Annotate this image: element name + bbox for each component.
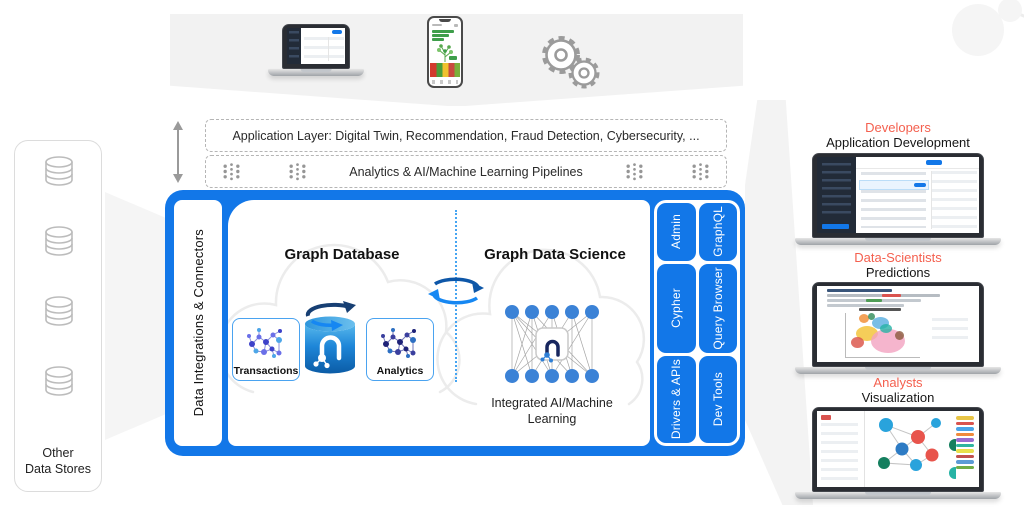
graph-visualization bbox=[877, 418, 956, 479]
transactions-box: Transactions bbox=[232, 318, 300, 381]
developers-laptop bbox=[795, 153, 1001, 245]
pipelines-layer-box: Analytics & AI/Machine Learning Pipeline… bbox=[205, 155, 727, 188]
application-layer-label: Application Layer: Digital Twin, Recomme… bbox=[232, 128, 700, 143]
database-icon bbox=[39, 295, 79, 329]
legend-pills bbox=[956, 416, 975, 471]
interface-drivers-apis: Drivers & APIs bbox=[657, 356, 696, 443]
persona-analysts-role: Analysts bbox=[873, 375, 923, 390]
database-icon bbox=[39, 225, 79, 259]
persona-developers-role: Developers bbox=[865, 120, 931, 135]
graph-database-cylinder-icon bbox=[305, 301, 356, 374]
section-divider bbox=[455, 210, 457, 382]
smartphone-icon bbox=[427, 16, 463, 88]
persona-developers-activity: Application Development bbox=[826, 135, 970, 150]
database-icon bbox=[39, 155, 79, 189]
sync-arrows-icon bbox=[428, 277, 484, 305]
pipeline-icon bbox=[691, 162, 710, 181]
graph-data-science-title: Graph Data Science bbox=[484, 246, 626, 263]
pipeline-icon bbox=[288, 162, 307, 181]
pipeline-icon bbox=[625, 162, 644, 181]
database-icon bbox=[39, 365, 79, 399]
gears-icon bbox=[542, 36, 600, 89]
platform-main-area: Graph Database Graph Data Science Transa… bbox=[228, 200, 650, 446]
graph-network-icon bbox=[377, 324, 423, 362]
interface-admin: Admin bbox=[657, 203, 696, 261]
interface-graphql: GraphQL bbox=[698, 203, 737, 261]
plant-illustration bbox=[437, 44, 453, 62]
graph-network-icon bbox=[243, 324, 289, 362]
persona-data-scientists-activity: Predictions bbox=[865, 265, 931, 280]
data-integrations-label: Data Integrations & Connectors bbox=[190, 229, 206, 417]
cloud-decoration bbox=[228, 243, 646, 406]
corner-graph-decoration bbox=[952, 0, 1024, 56]
application-layer-box: Application Layer: Digital Twin, Recomme… bbox=[205, 119, 727, 152]
transactions-label: Transactions bbox=[233, 365, 299, 377]
neural-network-icon bbox=[505, 305, 599, 383]
integrated-ai-caption: Integrated AI/Machine Learning bbox=[491, 396, 613, 426]
updown-arrow-icon bbox=[173, 121, 183, 183]
left-funnel-shape bbox=[105, 192, 166, 440]
data-scientists-laptop bbox=[795, 282, 1001, 374]
persona-data-scientists-role: Data-Scientists bbox=[854, 250, 942, 265]
interfaces-panel: Admin GraphQL Cypher Query Browser Drive… bbox=[654, 200, 740, 446]
top-laptop-icon bbox=[268, 24, 364, 76]
analysts-laptop bbox=[795, 407, 1001, 499]
data-integrations-strip: Data Integrations & Connectors bbox=[174, 200, 222, 446]
pipelines-layer-label: Analytics & AI/Machine Learning Pipeline… bbox=[349, 164, 583, 179]
other-data-stores-label: Other Data Stores bbox=[24, 445, 91, 476]
pipeline-icon bbox=[222, 162, 241, 181]
graph-database-title: Graph Database bbox=[284, 246, 400, 263]
other-data-stores-panel: Other Data Stores bbox=[14, 140, 102, 492]
interface-cypher: Cypher bbox=[657, 263, 696, 354]
persona-analysts-activity: Visualization bbox=[861, 390, 935, 405]
interface-dev-tools: Dev Tools bbox=[698, 356, 737, 443]
analytics-label: Analytics bbox=[376, 365, 424, 377]
interface-query-browser: Query Browser bbox=[698, 263, 737, 354]
analytics-box: Analytics bbox=[366, 318, 434, 381]
